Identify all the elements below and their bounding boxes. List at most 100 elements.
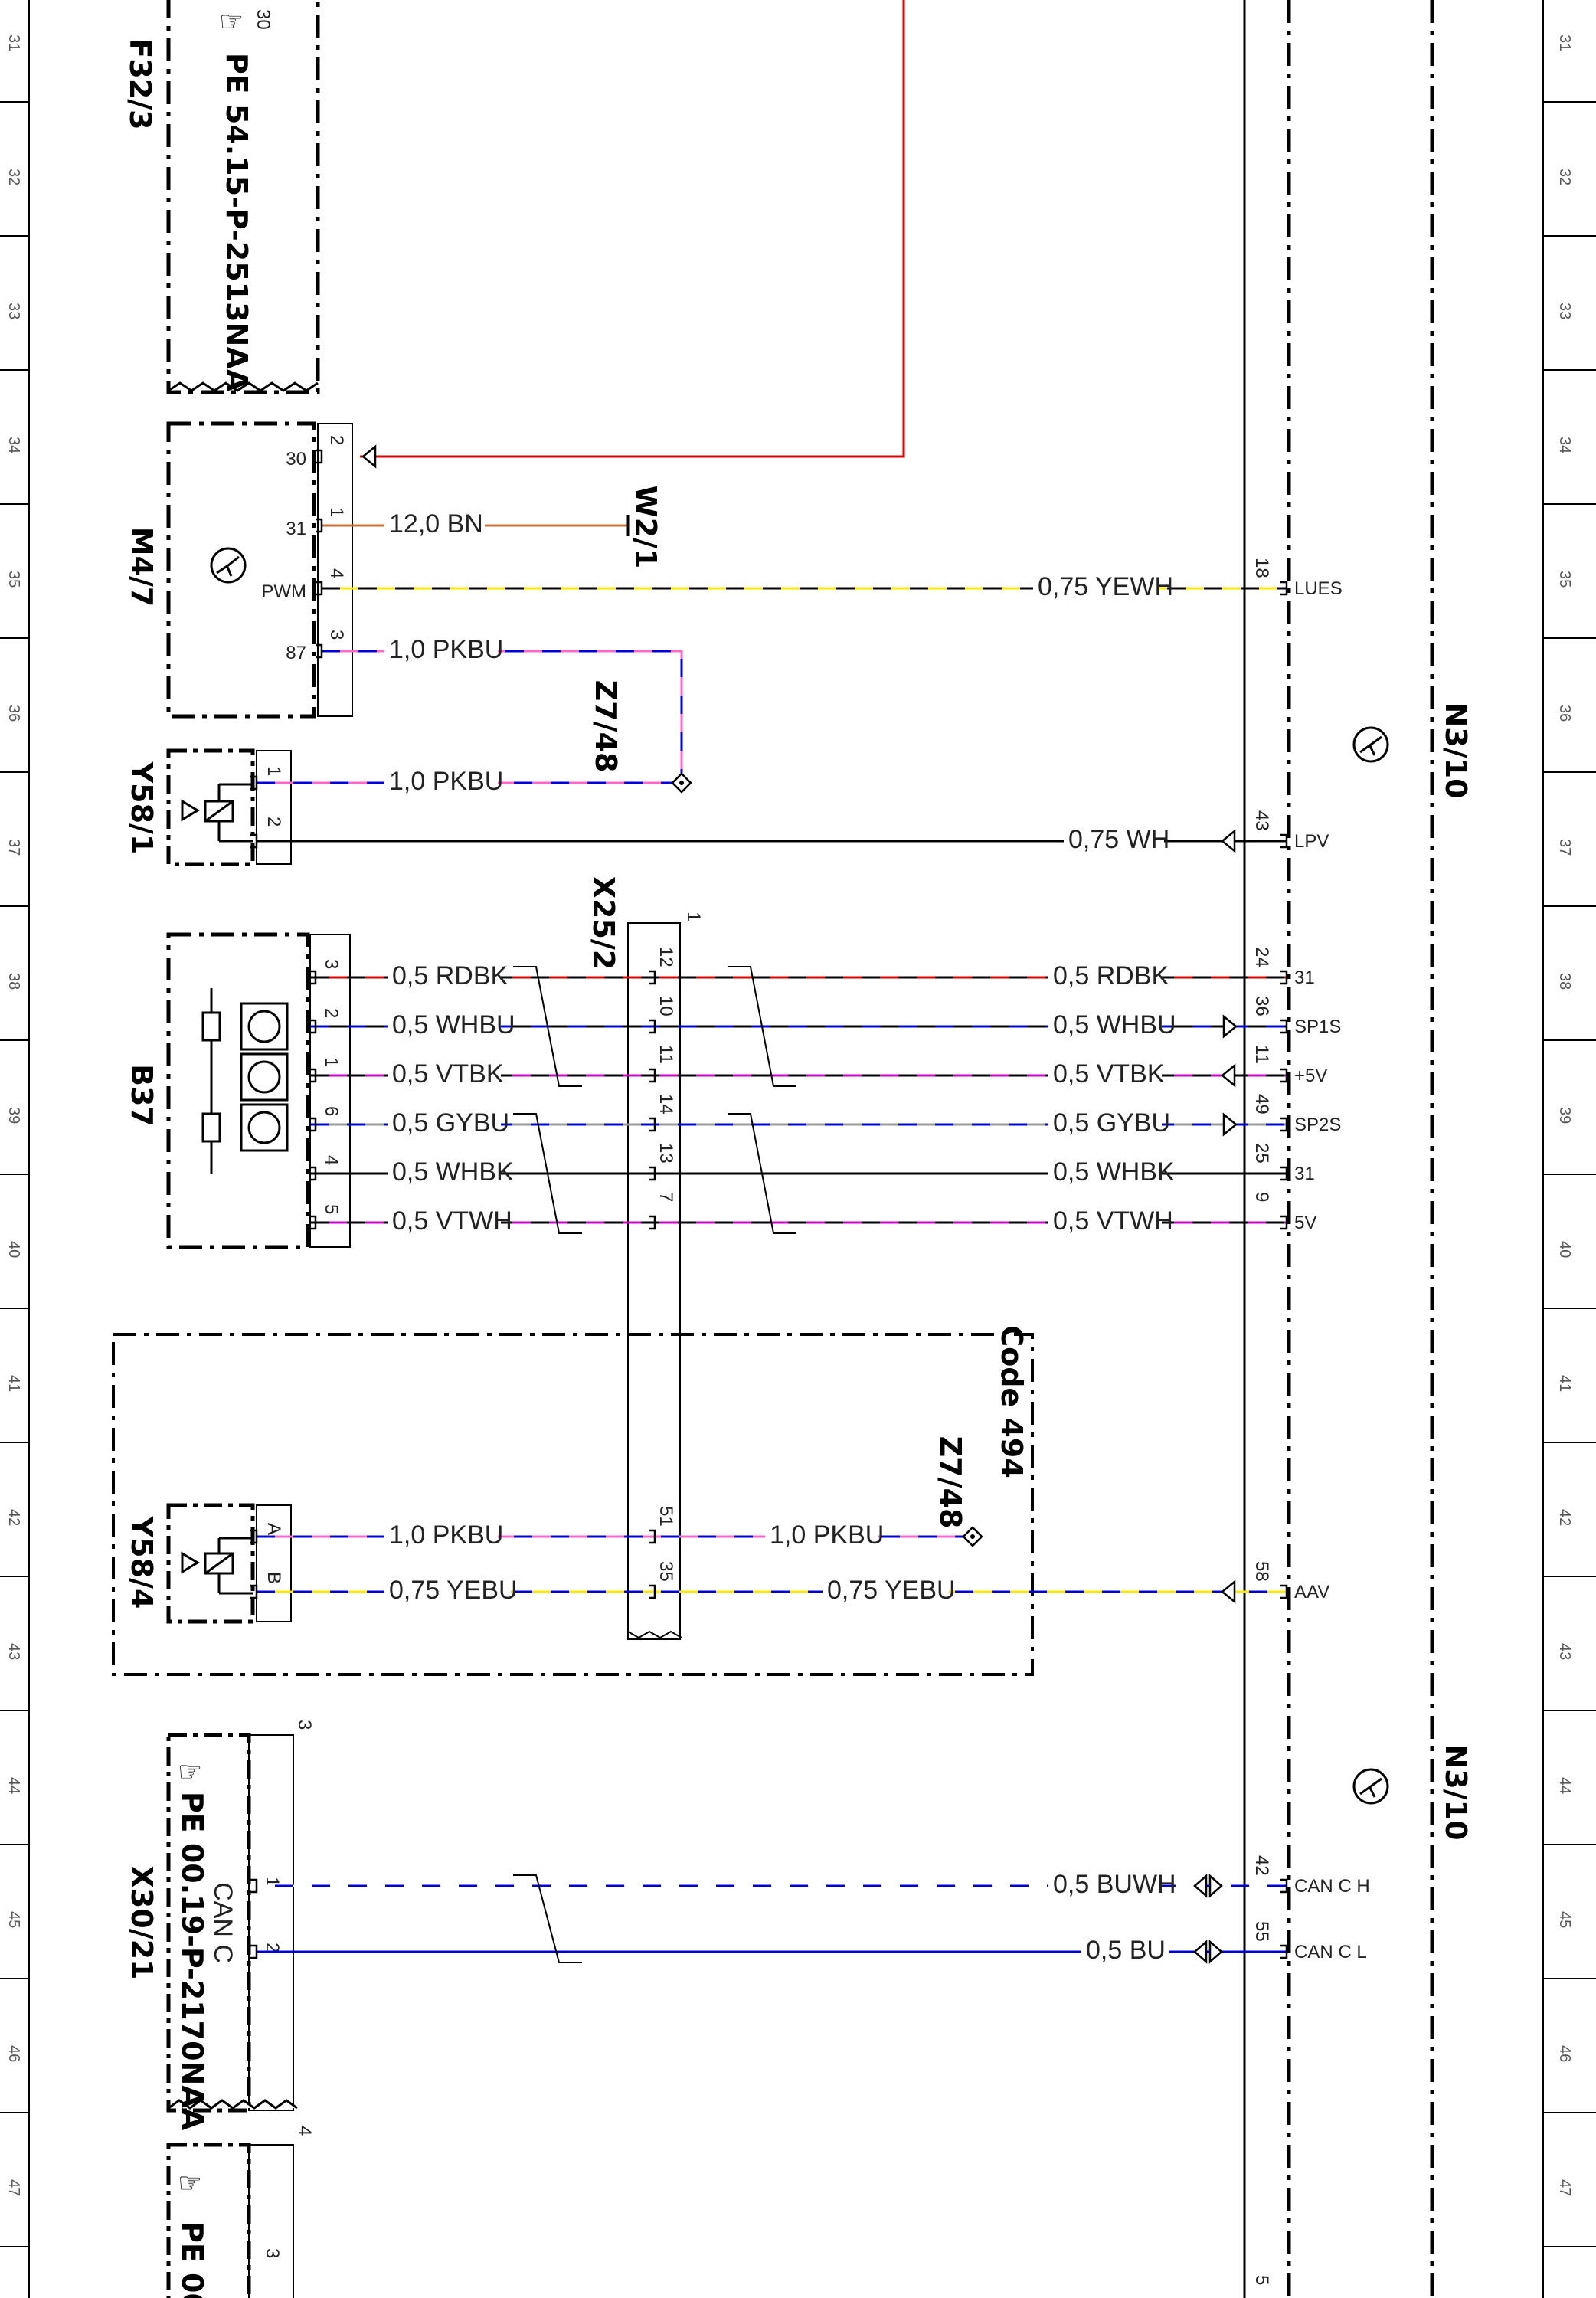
x3021-num: 2	[262, 1943, 283, 1953]
m47-num: 2	[326, 435, 347, 445]
z748b-label: Z7/48	[934, 1436, 967, 1529]
row-number: 36	[5, 705, 22, 722]
y581-num: 1	[263, 766, 284, 776]
row-number: 44	[5, 1777, 22, 1794]
wire-87[interactable]	[322, 650, 683, 783]
fuse-f32-3[interactable]: F32/3 PE 54.15-P-2513NAA 30 ☞	[123, 0, 320, 394]
m47-num: 3	[326, 630, 347, 640]
row-number: 41	[5, 1375, 22, 1392]
b37-pin-end	[309, 1068, 317, 1083]
transistor-icon	[1352, 726, 1389, 1805]
n310-pin: 36	[1251, 996, 1272, 1016]
label-bg	[1048, 1010, 1162, 1043]
label-bg	[384, 634, 498, 668]
n310-signal: 31	[1294, 1164, 1315, 1184]
row-number: 43	[5, 1643, 22, 1660]
hall-sensor-icon	[201, 988, 289, 1174]
y584-num: B	[263, 1572, 284, 1584]
label-bg	[388, 1108, 501, 1141]
n310-pin-end	[1280, 1584, 1288, 1599]
label-bg	[765, 1520, 878, 1553]
n310-pin: 24	[1251, 947, 1272, 967]
x252-pin-end	[649, 1215, 656, 1230]
row-number: 46	[5, 2045, 22, 2062]
wire-label: 0,75 WH	[1068, 825, 1169, 854]
twisted-pair-mark	[728, 966, 796, 1087]
control-unit-n3-10[interactable]: N3/10 N3/10 5	[1243, 0, 1473, 2298]
valve-y58-4[interactable]: Y58/4 A B	[125, 1503, 292, 1624]
n310-pin-end	[1280, 1944, 1288, 1959]
m47-pin-pwm: PWM	[261, 581, 306, 602]
m47-pin-end	[316, 643, 323, 659]
w21-label: W2/1	[629, 486, 662, 569]
x252-pin: 13	[656, 1143, 676, 1164]
m47-pin-30: 30	[286, 449, 306, 470]
m47-pin-31: 31	[286, 519, 306, 539]
valve-y58-1[interactable]: Y58/1 1 2	[125, 748, 292, 866]
n310-pin: 58	[1251, 1561, 1272, 1582]
wire-30[interactable]	[360, 0, 905, 458]
row-number: 39	[1556, 1107, 1573, 1124]
x252-pin: 7	[656, 1192, 676, 1202]
label-bg	[1064, 824, 1164, 858]
x252-pin: 12	[656, 947, 676, 967]
n310-pin-end	[1280, 833, 1288, 849]
n310-signal: +5V	[1294, 1066, 1327, 1086]
row-number: 47	[5, 2179, 22, 2196]
bidirectional-arrow-icon	[1193, 1940, 1223, 1964]
component-m4-7[interactable]: M4/7 30 31 PWM 87 2 1 4 3	[125, 421, 353, 719]
n310-signal: AAV	[1294, 1582, 1329, 1602]
x252-pin: 35	[656, 1561, 676, 1582]
wire-label: 0,5 RDBK	[392, 961, 508, 990]
row-number: 33	[1556, 303, 1573, 319]
row-number: 31	[1556, 34, 1573, 51]
row-number: 38	[1556, 973, 1573, 990]
connector-x30-21[interactable]: X30/21 PE 00.19-P-2170NAA CAN C 3 4 1 2 …	[125, 1720, 315, 2136]
row-number: 38	[5, 973, 22, 990]
motor-icon	[210, 547, 247, 584]
n310-pin-end	[1280, 1068, 1288, 1083]
y584-label: Y58/4	[125, 1516, 159, 1609]
row-number: 34	[1556, 437, 1573, 453]
y584-pin-end	[250, 1529, 258, 1544]
wire-label: 0,5 RDBK	[1053, 961, 1169, 990]
label-bg	[1048, 1157, 1162, 1190]
m47-pin-end	[316, 449, 323, 464]
terminal-arrow	[1221, 829, 1236, 853]
b37-num: 2	[321, 1008, 342, 1018]
n310-signal: LUES	[1294, 578, 1343, 599]
hand-icon: ☞	[178, 2168, 202, 2199]
label-bg	[1048, 961, 1162, 994]
f32-pin: 30	[253, 9, 273, 30]
row-number: 36	[1556, 705, 1573, 722]
terminal-arrow	[1222, 1014, 1238, 1039]
component-pe-bottom[interactable]: PE 00 3 ☞	[166, 2143, 294, 2298]
terminal-arrow	[1221, 1579, 1236, 1604]
y584-num: A	[263, 1523, 284, 1535]
b37-pin-end	[309, 970, 317, 985]
bidirectional-arrow-icon	[1193, 1874, 1223, 1898]
row-number: 37	[1556, 839, 1573, 856]
option-code-494[interactable]: Code 494	[112, 1325, 1034, 1676]
n310-label-b: N3/10	[1439, 1744, 1473, 1840]
label-bg	[384, 509, 485, 542]
signal-5: 9 5V	[1251, 1192, 1316, 1233]
hand-icon: ☞	[178, 1756, 202, 1788]
m47-num: 1	[326, 507, 347, 517]
row-number: 35	[1556, 571, 1573, 588]
connector-x25-2[interactable]: X25/2 1	[587, 876, 704, 1640]
label-bg	[1048, 1059, 1162, 1092]
twisted-pair-mark	[513, 1113, 582, 1234]
x252-pin-end	[649, 1584, 656, 1599]
signal-2: 11+5V	[1251, 1045, 1327, 1086]
n310-pin: 9	[1251, 1192, 1272, 1202]
label-bg	[384, 1520, 498, 1553]
x3021-pin-end	[250, 1878, 258, 1894]
y581-label: Y58/1	[125, 761, 159, 855]
wire-label: 0,5 WHBK	[1053, 1157, 1175, 1187]
n310-signal: 5V	[1294, 1213, 1316, 1233]
